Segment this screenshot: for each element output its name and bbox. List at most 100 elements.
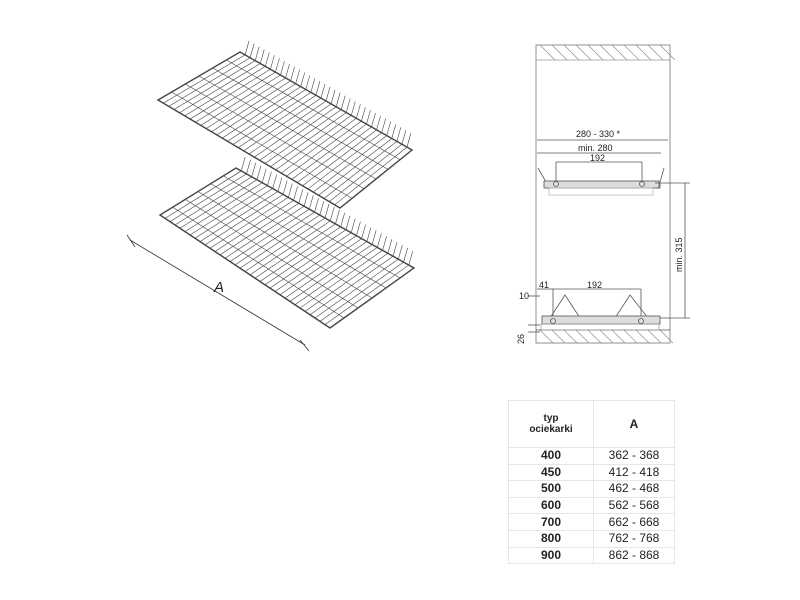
rack-wire (288, 183, 293, 198)
rack-rail (210, 183, 387, 289)
rack-wire (386, 121, 391, 136)
dimension-a-value: 412 - 418 (593, 463, 675, 482)
rack-wire (256, 165, 262, 180)
hatch-line (599, 44, 616, 61)
cabinet-width-label: 280 - 330 * (576, 129, 621, 139)
rack-frame (156, 51, 414, 209)
rack-wire (300, 72, 305, 87)
hatch-line (587, 329, 602, 344)
rack-wire (392, 242, 398, 257)
rack-wire (293, 186, 298, 201)
hatch-line (647, 44, 664, 61)
rack-type: 500 (508, 480, 594, 498)
rack-wire (382, 236, 387, 251)
rack-wire (391, 124, 397, 139)
rack-wire (401, 130, 407, 145)
min-height-label: min. 315 (674, 237, 684, 272)
dimension-a-value: 562 - 568 (593, 496, 675, 515)
rack-wire (282, 180, 288, 195)
rack-wire (335, 92, 341, 107)
rack-wire (351, 101, 356, 116)
hatch-line (539, 44, 556, 61)
rack-wire (345, 215, 351, 230)
rack-wire (403, 248, 408, 263)
hatch-line (611, 44, 628, 61)
rack-wire (240, 156, 246, 172)
hatch-line (611, 329, 626, 344)
header-a: A (593, 400, 675, 448)
rack-wire (246, 159, 251, 174)
rack-type: 400 (508, 447, 594, 465)
rack-rail (172, 206, 345, 319)
rack-wire (285, 63, 290, 79)
dimension-a-value: 662 - 668 (593, 513, 675, 531)
rack-wire (406, 133, 412, 148)
rack-wire (261, 168, 267, 183)
rack-wire (320, 84, 326, 99)
min-width-label: min. 280 (578, 143, 613, 153)
hatch-line (623, 329, 638, 344)
rack-wire (366, 227, 372, 242)
rack-wire (387, 239, 393, 254)
rack-wire (361, 107, 366, 122)
rack-wire (298, 189, 304, 204)
hatch-line (551, 44, 568, 61)
rack-wire (345, 98, 351, 113)
rack-wire (340, 212, 345, 227)
dimension-a-value: 762 - 768 (593, 529, 675, 548)
rack-rail (223, 175, 401, 279)
rack-wire (335, 209, 340, 224)
header-type-line1: typ (543, 413, 559, 424)
rack-wire (356, 104, 361, 119)
rack-wire (340, 95, 346, 110)
rack-rail (197, 191, 373, 299)
hatch-line (623, 44, 640, 61)
rack-wire (254, 46, 260, 61)
dimension-a-value: 862 - 868 (593, 546, 675, 565)
hatch-line (563, 44, 580, 61)
hatch-line (599, 329, 614, 344)
rack-type: 900 (508, 546, 594, 565)
rack-frame (158, 167, 416, 329)
rack-wire (371, 230, 377, 245)
rack-wire (396, 127, 402, 142)
rack-wire (305, 75, 311, 90)
rack-rail (212, 67, 389, 170)
dimension-a: A (126, 234, 310, 352)
rack-wire (249, 43, 255, 58)
hatch-line (587, 44, 604, 61)
rack-wire (371, 112, 376, 128)
hatch-line (647, 329, 662, 344)
lower-spacing-label: 192 (587, 280, 602, 290)
rack-wire (280, 60, 285, 76)
rack-rail (185, 199, 359, 309)
rack-wire (309, 195, 314, 210)
hatch-line (659, 329, 674, 344)
rack-wire (350, 218, 356, 233)
rack-wire (398, 245, 403, 260)
rack-wire (377, 233, 382, 248)
hatch-line (551, 329, 566, 344)
bottom-height-label: 26 (516, 334, 526, 344)
rack-wire (408, 250, 414, 266)
rack-wire (310, 78, 316, 93)
rack-wire (259, 49, 265, 64)
dimension-a-value: 462 - 468 (593, 480, 675, 498)
rack-wire (265, 52, 270, 67)
rack-rail (226, 59, 401, 160)
rack-type: 600 (508, 496, 594, 515)
rack-wire (381, 118, 386, 133)
rack-wire (277, 177, 283, 192)
rack-wire (329, 206, 335, 222)
rack-rail (171, 91, 353, 199)
hatch-line (575, 329, 590, 344)
hatch-line (575, 44, 592, 61)
dish-rack-perspective (156, 40, 416, 329)
